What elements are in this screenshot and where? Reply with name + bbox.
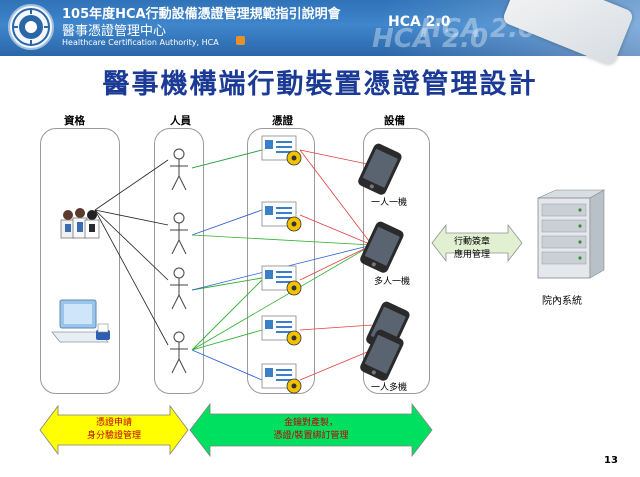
device-label-one-to-many: 一人多機	[371, 383, 408, 393]
key-binding-line2: 憑證/裝置綁訂管理	[273, 431, 349, 441]
header-org-english: Healthcare Certification Authority, HCA	[62, 38, 219, 47]
page-number: 13	[604, 455, 618, 466]
application-verification-arrow	[39, 404, 189, 456]
device-label-many-to-one: 多人一機	[374, 277, 411, 287]
hca-logo-watermark-2: HCA 2.0	[372, 24, 489, 54]
qualification-column	[40, 128, 120, 394]
hca-logo: HCA 2.0	[388, 14, 451, 30]
certificate-to-device-lines	[299, 149, 373, 381]
certificate-icons	[261, 135, 302, 394]
column-header-certificate: 憑證	[272, 115, 293, 127]
column-header-device: 設備	[384, 115, 405, 127]
government-seal-icon	[8, 4, 54, 50]
person-icons	[170, 148, 188, 374]
computer-card-reader-icon	[51, 299, 110, 343]
medical-staff-group-icon	[60, 208, 100, 239]
certificate-column	[247, 128, 315, 394]
column-header-qualification: 資格	[64, 115, 85, 127]
personnel-to-certificate-lines	[191, 149, 263, 381]
mobile-management-line2: 應用管理	[454, 250, 491, 260]
application-verification-line2: 身分驗證管理	[86, 431, 141, 441]
key-binding-text: 金鑰對產製， 憑證/裝置綁訂管理	[210, 417, 412, 443]
header-event-title: 105年度HCA行動設備憑證管理規範指引說明會	[62, 7, 341, 22]
mobile-management-double-arrow	[431, 223, 523, 263]
application-verification-text: 憑證申請 身分驗證管理	[58, 417, 170, 443]
column-header-personnel: 人員	[170, 115, 191, 127]
server-label: 院內系統	[542, 296, 582, 307]
header-banner: 105年度HCA行動設備憑證管理規範指引說明會 醫事憑證管理中心 Healthc…	[0, 0, 640, 67]
device-label-one-to-one: 一人一機	[371, 198, 408, 208]
mobile-management-line1: 行動簽章	[454, 237, 491, 247]
page-title: 醫事機構端行動裝置憑證管理設計	[102, 69, 538, 100]
key-binding-line1: 金鑰對產製，	[283, 418, 338, 428]
application-verification-line1: 憑證申請	[95, 418, 132, 428]
key-binding-arrow	[189, 402, 433, 458]
hca-mark-icon	[236, 36, 245, 45]
server-icon	[537, 189, 606, 279]
qualification-to-personnel-lines	[94, 159, 169, 346]
smartphone-icons	[358, 143, 410, 381]
header-org-name: 醫事憑證管理中心	[62, 24, 167, 39]
